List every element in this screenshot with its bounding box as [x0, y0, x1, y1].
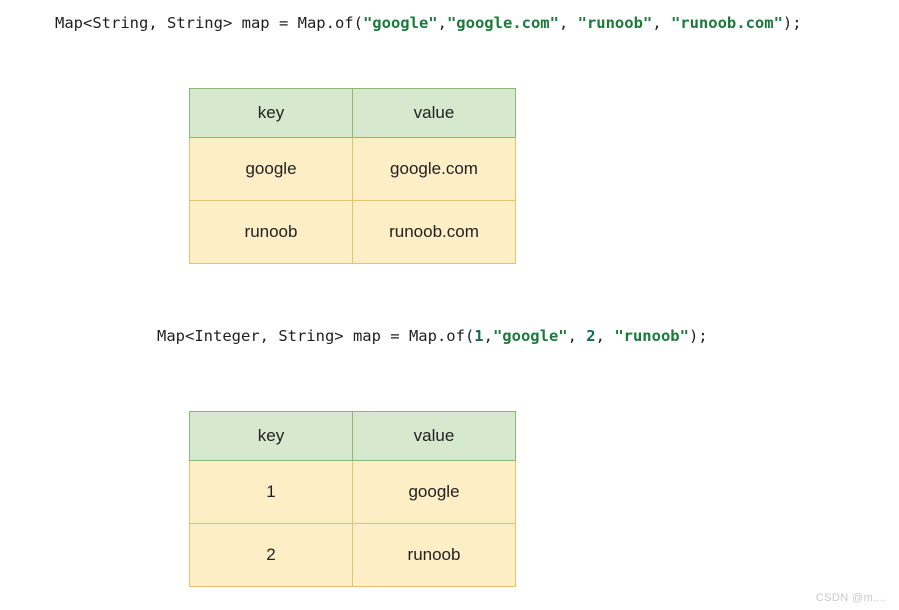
code-token-plain: );	[782, 14, 802, 32]
code-token-plain: Map<String, String> map = Map.of(	[55, 14, 363, 32]
column-header-key: key	[189, 88, 353, 138]
cell-key: google	[189, 137, 353, 201]
code-token-plain: ,	[437, 14, 447, 32]
code-token-string: "google"	[362, 14, 438, 32]
code-token-plain: ,	[652, 14, 671, 32]
code-token-string: "google.com"	[446, 14, 559, 32]
code-token-plain: ,	[558, 14, 578, 32]
cell-key: runoob	[189, 200, 353, 264]
column-header-value: value	[352, 88, 516, 138]
cell-key: 1	[189, 460, 353, 524]
code-token-string: "runoob"	[577, 14, 653, 32]
code-line-map-of-string-string: Map<String, String> map = Map.of("google…	[55, 14, 802, 32]
cell-value: runoob	[352, 523, 516, 587]
code-token-plain: );	[688, 327, 708, 345]
cell-value: google	[352, 460, 516, 524]
code-token-number: 1	[474, 327, 484, 345]
code-token-number: 2	[586, 327, 596, 345]
code-token-plain: ,	[567, 327, 587, 345]
code-token-string: "google"	[492, 327, 568, 345]
column-header-value: value	[352, 411, 516, 461]
code-token-plain: ,	[595, 327, 615, 345]
code-token-plain: Map<Integer, String> map = Map.of(	[157, 327, 475, 345]
code-token-string: "runoob"	[614, 327, 689, 345]
cell-value: runoob.com	[352, 200, 516, 264]
csdn-watermark: CSDN @m....	[815, 592, 887, 604]
code-token-plain: ,	[483, 327, 493, 345]
code-line-map-of-integer-string: Map<Integer, String> map = Map.of(1,"goo…	[157, 327, 708, 345]
code-token-string: "runoob.com"	[670, 14, 783, 32]
column-header-key: key	[189, 411, 353, 461]
cell-value: google.com	[352, 137, 516, 201]
cell-key: 2	[189, 523, 353, 587]
